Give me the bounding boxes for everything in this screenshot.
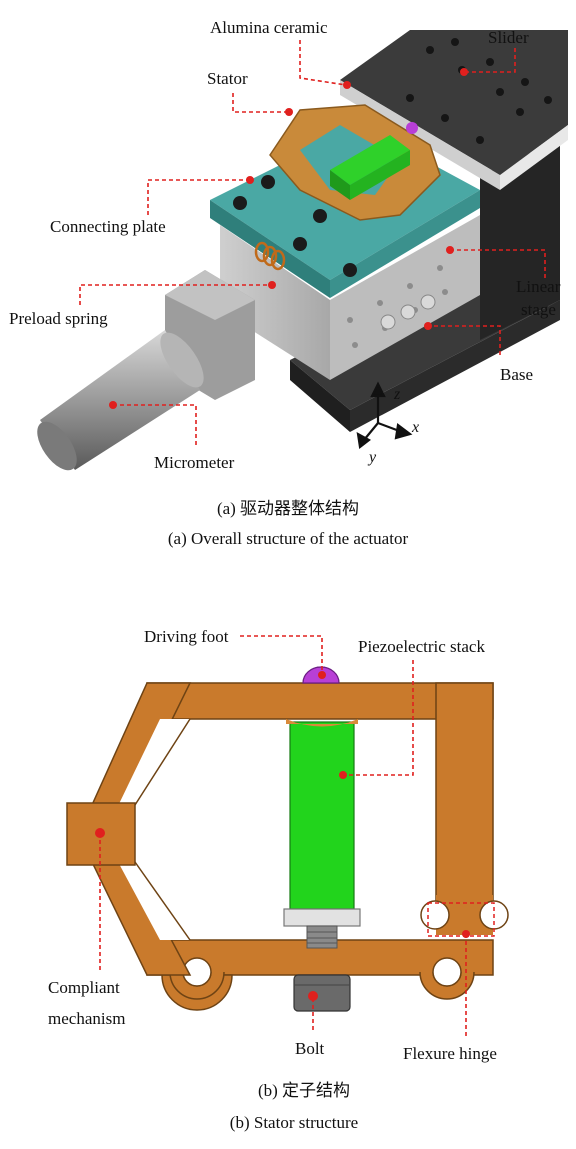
caption-b-cn: (b) 定子结构 <box>258 1081 350 1100</box>
stator-parts <box>66 666 509 1012</box>
label-slider: Slider <box>488 28 529 47</box>
piezo-stack <box>289 721 355 910</box>
label-base: Base <box>500 365 533 384</box>
axis-z-label: z <box>393 386 401 403</box>
caption-a-en: (a) Overall structure of the actuator <box>168 529 409 548</box>
micrometer-barrel <box>37 330 204 471</box>
label-micrometer: Micrometer <box>154 453 235 472</box>
label-driving-foot: Driving foot <box>144 627 229 646</box>
caption-b-en: (b) Stator structure <box>230 1113 358 1132</box>
slider-block <box>340 30 568 175</box>
label-compliant: Compliant <box>48 978 120 997</box>
axis-y-label: y <box>367 449 377 466</box>
bolt-head <box>293 974 351 1012</box>
label-connecting-plate: Connecting plate <box>50 217 166 236</box>
piezo-stack-3d <box>330 135 410 185</box>
label-linear: Linear <box>516 277 561 296</box>
axis-x-label: x <box>411 419 419 436</box>
piezo-end-plate <box>283 908 361 927</box>
label-alumina-ceramic: Alumina ceramic <box>210 18 328 37</box>
caption-a-cn: (a) 驱动器整体结构 <box>217 499 359 518</box>
leaders-a <box>79 40 546 445</box>
spring-3d <box>254 241 286 271</box>
label-preload-spring: Preload spring <box>9 309 108 328</box>
leaders-b <box>95 635 470 1036</box>
bolt-shaft <box>306 925 338 949</box>
stator-right-column <box>435 682 494 904</box>
axis-triad <box>356 381 413 450</box>
label-bolt: Bolt <box>295 1039 325 1058</box>
stage-block <box>220 225 330 380</box>
actuator-illustration <box>37 30 568 471</box>
label-piezoelectric-stack: Piezoelectric stack <box>358 637 485 656</box>
label-stage: stage <box>521 300 556 319</box>
label-flexure-hinge: Flexure hinge <box>403 1044 497 1063</box>
label-stator: Stator <box>207 69 248 88</box>
label-mechanism: mechanism <box>48 1009 125 1028</box>
